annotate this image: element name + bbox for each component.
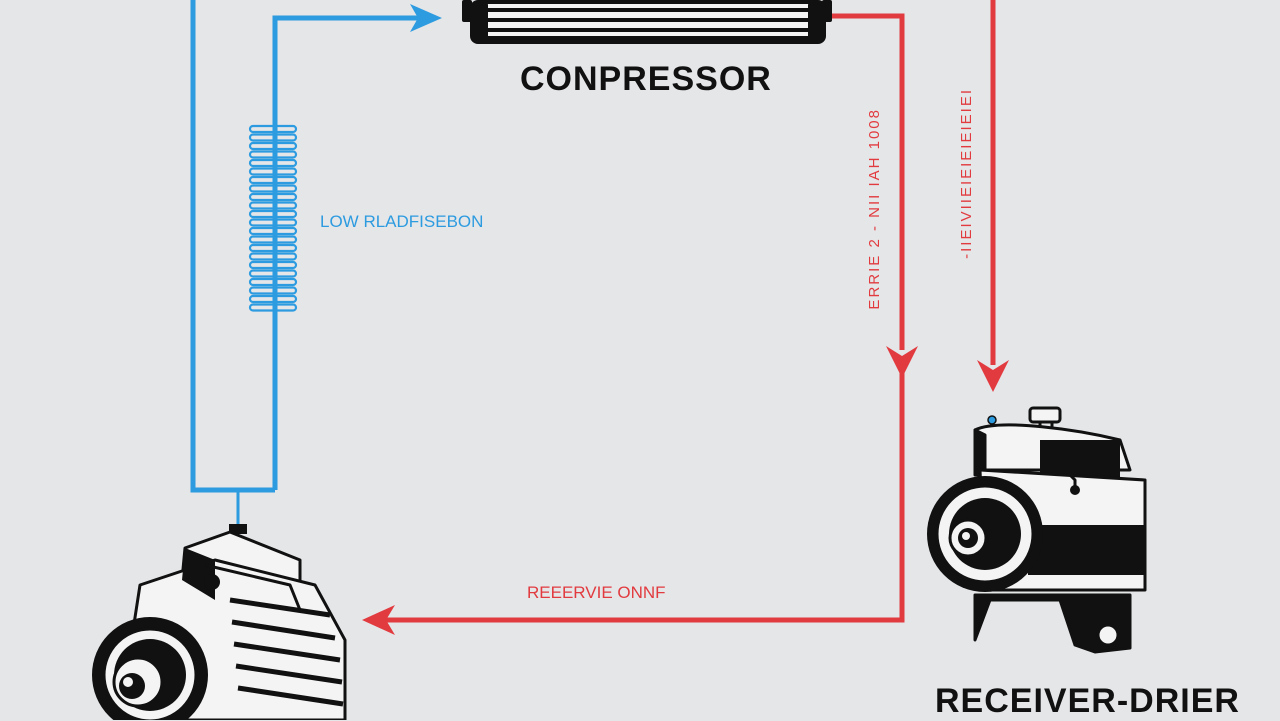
coil-loop — [248, 201, 298, 210]
coil-loop — [248, 141, 298, 151]
evaporator-coil-icon — [248, 124, 298, 312]
condenser-icon — [462, 0, 832, 44]
low-side-lines — [190, 0, 420, 530]
bottom-flow-label: REEERVIE ONNF — [527, 583, 666, 602]
high-side-arrowhead-down-2 — [977, 360, 1009, 392]
low-side-label: LOW RLADFISEBON — [320, 212, 484, 231]
coil-loop — [248, 175, 298, 185]
high-side-bottom-line — [385, 370, 905, 623]
receiver-drier-title: RECEIVER-DRIER — [935, 682, 1240, 720]
coil-loop — [248, 269, 298, 278]
coil-loop — [248, 150, 298, 159]
high-side-arrowhead-down-1 — [886, 346, 918, 378]
high-side-lines — [385, 0, 996, 623]
vertical-label-left: ERRIE 2 - NII IAH 1008 — [866, 108, 883, 310]
low-side-inner-line — [272, 15, 420, 490]
coil-loop — [248, 218, 298, 227]
compressor-icon — [92, 524, 347, 720]
low-side-outer-line — [190, 0, 275, 493]
coil-loop — [248, 167, 298, 176]
coil-loop — [248, 243, 298, 253]
receiver-drier-icon — [927, 406, 1147, 654]
coil-loop — [248, 226, 298, 236]
high-side-arrowhead-left — [362, 605, 395, 635]
compressor-title: CONPRESSOR — [520, 60, 772, 98]
coil-loop — [248, 303, 298, 312]
coil-loop — [248, 286, 298, 295]
coil-loop — [248, 133, 298, 142]
coil-loop — [248, 192, 298, 202]
low-side-arrowhead — [410, 4, 442, 32]
coil-loop — [248, 124, 298, 134]
high-side-top-line — [832, 13, 905, 350]
coil-loop — [248, 260, 298, 270]
coil-loop — [248, 158, 298, 168]
coil-loop — [248, 184, 298, 193]
coil-loop — [248, 252, 298, 261]
coil-loop — [248, 294, 298, 304]
coil-loop — [248, 209, 298, 219]
vertical-label-right: -IIEIVIIEIEIEIEIEIEI — [958, 88, 975, 259]
coil-loop — [248, 235, 298, 244]
coil-loop — [248, 277, 298, 287]
